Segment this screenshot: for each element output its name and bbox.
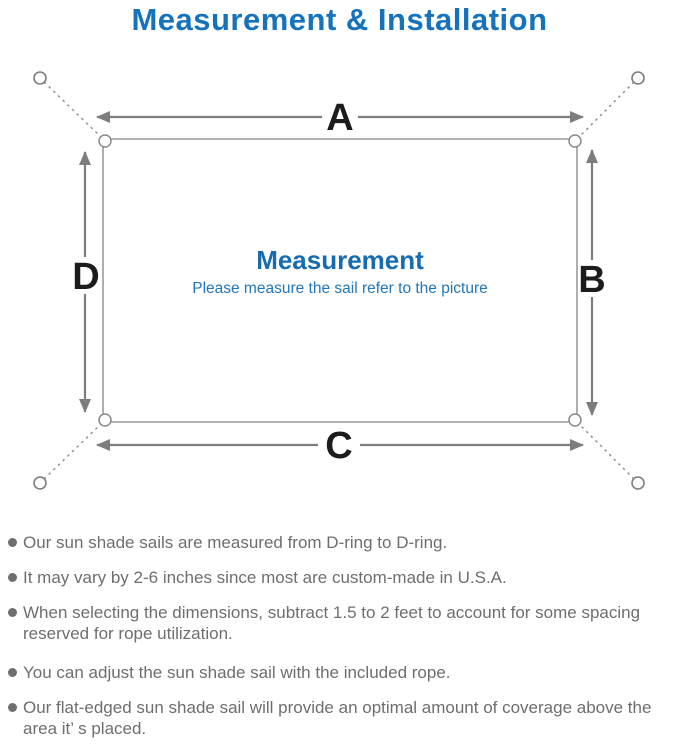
list-item: It may vary by 2-6 inches since most are…: [8, 567, 673, 588]
bullet-dot-icon: [8, 573, 17, 582]
page-title: Measurement & Installation: [131, 2, 548, 37]
dimension-b: B: [578, 149, 606, 416]
bullet-dot-icon: [8, 538, 17, 547]
note-text: Our sun shade sails are measured from D-…: [23, 533, 448, 552]
tieout-line-top-right: [578, 81, 635, 138]
note-text: It may vary by 2-6 inches since most are…: [23, 568, 507, 587]
bullet-dot-icon: [8, 608, 17, 617]
corner-d-rings: [98, 134, 582, 427]
anchor-ring-icon: [631, 476, 645, 490]
note-text: When selecting the dimensions, subtract …: [23, 603, 641, 643]
list-item: When selecting the dimensions, subtract …: [8, 602, 673, 644]
list-item: Our flat-edged sun shade sail will provi…: [8, 697, 673, 739]
anchor-points: [33, 71, 645, 490]
list-item: Our sun shade sails are measured from D-…: [8, 532, 673, 553]
dim-label-d: D: [72, 256, 99, 298]
note-text: Our flat-edged sun shade sail will provi…: [23, 698, 652, 738]
anchor-ring-icon: [631, 71, 645, 85]
dimension-c: C: [96, 425, 584, 467]
diagram-caption: Measurement Please measure the sail refe…: [192, 245, 488, 297]
dimension-d: D: [72, 151, 100, 413]
dimension-a: A: [96, 97, 584, 139]
tieout-dashed-lines: [43, 81, 635, 480]
anchor-ring-icon: [33, 71, 47, 85]
dim-label-b: B: [578, 259, 605, 301]
list-item: You can adjust the sun shade sail with t…: [8, 662, 673, 683]
sail-outline: [102, 138, 578, 423]
note-text: You can adjust the sun shade sail with t…: [23, 663, 451, 682]
d-ring-icon: [98, 413, 112, 427]
measurement-diagram: A C D B Measurement Please measure the s…: [33, 71, 645, 490]
tieout-line-bottom-right: [578, 423, 635, 480]
tieout-line-bottom-left: [43, 423, 102, 480]
d-ring-icon: [568, 134, 582, 148]
d-ring-icon: [568, 413, 582, 427]
bullet-dot-icon: [8, 703, 17, 712]
anchor-ring-icon: [33, 476, 47, 490]
notes-list: Our sun shade sails are measured from D-…: [8, 532, 673, 753]
dim-label-c: C: [325, 425, 352, 467]
dim-label-a: A: [326, 97, 353, 139]
d-ring-icon: [98, 134, 112, 148]
tieout-line-top-left: [43, 81, 102, 138]
diagram-caption-title: Measurement: [256, 245, 424, 275]
diagram-caption-subtitle: Please measure the sail refer to the pic…: [192, 280, 488, 297]
bullet-dot-icon: [8, 668, 17, 677]
